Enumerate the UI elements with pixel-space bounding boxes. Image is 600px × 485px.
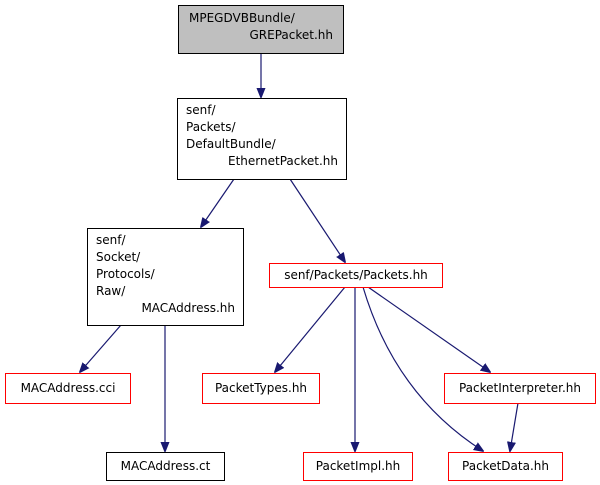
node-ethernet-packet-line-2: Packets/ <box>186 120 236 134</box>
node-mac-address-ct[interactable]: MACAddress.ct <box>106 452 225 481</box>
node-packet-data-label: PacketData.hh <box>462 459 549 473</box>
node-gre-packet-line-1: MPEGDVBBundle/ <box>189 11 295 25</box>
edge-ethernet-to-packets <box>289 178 345 262</box>
edge-packets-to-packettypes <box>275 286 346 372</box>
edge-packets-to-packetinterpreter <box>367 286 490 372</box>
node-packet-types[interactable]: PacketTypes.hh <box>202 373 320 404</box>
edge-interpreter-to-packetdata <box>510 402 519 451</box>
node-mac-address-hh-line-4: Raw/ <box>96 284 126 298</box>
node-packets-hh-label: senf/Packets/Packets.hh <box>284 268 428 282</box>
node-mac-address-cci[interactable]: MACAddress.cci <box>5 373 131 404</box>
node-packet-interpreter[interactable]: PacketInterpreter.hh <box>444 373 596 404</box>
node-mac-address-hh-line-3: Protocols/ <box>96 267 155 281</box>
node-mac-address-hh-line-1: senf/ <box>96 233 126 247</box>
node-mac-address-hh[interactable]: senf/ Socket/ Protocols/ Raw/ MACAddress… <box>87 228 244 326</box>
node-gre-packet-line-2: GREPacket.hh <box>249 28 333 42</box>
node-ethernet-packet-line-3: DefaultBundle/ <box>186 137 276 151</box>
node-gre-packet[interactable]: MPEGDVBBundle/ GREPacket.hh <box>178 5 344 54</box>
edge-macaddress-to-cci <box>80 324 122 372</box>
node-mac-address-hh-line-5: MACAddress.hh <box>141 301 235 315</box>
node-ethernet-packet-line-1: senf/ <box>186 103 216 117</box>
node-ethernet-packet-line-4: EthernetPacket.hh <box>228 154 338 168</box>
edge-packets-to-packetdata <box>362 286 483 451</box>
node-packets-hh[interactable]: senf/Packets/Packets.hh <box>269 263 443 288</box>
node-mac-address-hh-line-2: Socket/ <box>96 250 141 264</box>
node-packet-interpreter-label: PacketInterpreter.hh <box>458 381 582 395</box>
node-ethernet-packet[interactable]: senf/ Packets/ DefaultBundle/ EthernetPa… <box>177 98 347 180</box>
edge-ethernet-to-macaddress <box>201 178 235 227</box>
node-packet-data[interactable]: PacketData.hh <box>448 452 563 481</box>
node-packet-impl-label: PacketImpl.hh <box>315 459 401 473</box>
node-mac-address-cci-label: MACAddress.cci <box>20 381 116 395</box>
node-mac-address-ct-label: MACAddress.ct <box>120 459 211 473</box>
node-packet-impl[interactable]: PacketImpl.hh <box>303 452 413 481</box>
node-packet-types-label: PacketTypes.hh <box>214 381 308 395</box>
